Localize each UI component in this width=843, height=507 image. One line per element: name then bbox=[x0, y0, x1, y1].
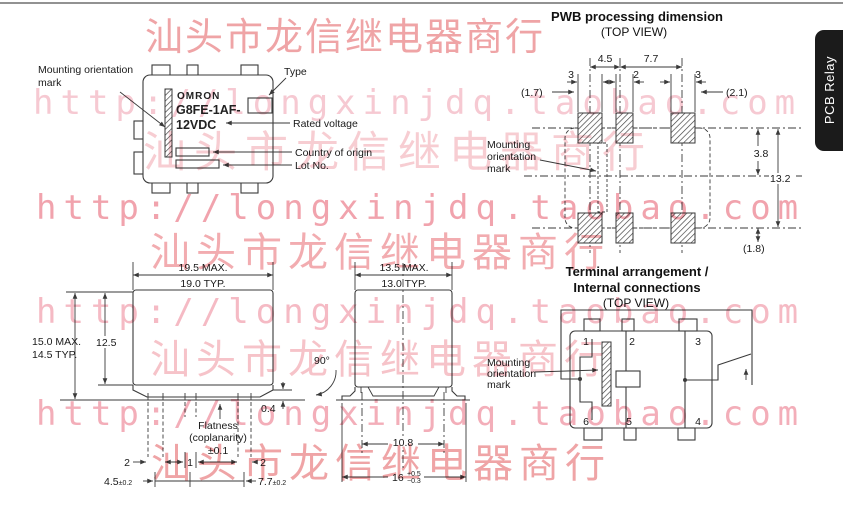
dim-lead-right: 2 bbox=[260, 457, 266, 469]
pin-number-2: 2 bbox=[629, 336, 635, 348]
dim-depth-typ: 13.0 TYP. bbox=[381, 278, 426, 290]
pwb-subtitle: (TOP VIEW) bbox=[601, 25, 667, 39]
dim-lead-angle: 90° bbox=[314, 355, 330, 367]
pcb-relay-section-tab: PCB Relay bbox=[815, 30, 843, 151]
flatness-label: Flatness bbox=[198, 420, 238, 432]
dim-width-typ: 19.0 TYP. bbox=[180, 278, 225, 290]
flatness-label: ±0.1 bbox=[208, 445, 229, 457]
rated-voltage-label: Rated voltage bbox=[293, 118, 358, 130]
dim-lead-left: 2 bbox=[124, 457, 130, 469]
type-box bbox=[247, 97, 273, 114]
pin-number-1: 1 bbox=[583, 336, 589, 348]
type-label: Type bbox=[284, 66, 307, 78]
dim-height-typ: 14.5 TYP. bbox=[32, 349, 77, 361]
dim-3-left: 3 bbox=[568, 69, 574, 81]
relay-side-outline bbox=[354, 289, 453, 388]
dim-lead-mid: 1 bbox=[187, 457, 193, 469]
dim-pitch-left: 4.5±0.2 bbox=[104, 476, 132, 488]
pin-number-5: 5 bbox=[626, 416, 632, 428]
dim-overall-tol-plus: +0.5 bbox=[407, 471, 421, 478]
dim-depth-max: 13.5 MAX. bbox=[379, 262, 428, 274]
terminal-view: Terminal arrangement / Internal connecti… bbox=[487, 264, 753, 441]
brand-logo: OMRON bbox=[177, 91, 220, 102]
dim-2-1: (2.1) bbox=[726, 87, 748, 99]
lot-no-box bbox=[175, 159, 220, 169]
mounting-mark-label: Mounting orientation bbox=[38, 64, 133, 76]
contact-circuit bbox=[560, 309, 753, 385]
contact-blade bbox=[685, 353, 752, 381]
dim-overall: 16 bbox=[392, 472, 404, 484]
mounting-orientation-mark-bar bbox=[601, 341, 612, 407]
model-text-line1: G8FE-1AF- bbox=[176, 103, 241, 117]
terminal-mounting-label: Mounting bbox=[487, 357, 530, 369]
pcb-relay-tab-label: PCB Relay bbox=[821, 56, 837, 125]
dim-pitch-right: 7.7±0.2 bbox=[258, 476, 286, 488]
dim-standoff: 0.4 bbox=[261, 403, 276, 415]
mounting-mark-hidden bbox=[597, 142, 608, 213]
terminal-mounting-label: mark bbox=[487, 379, 511, 391]
dim-height-max: 15.0 MAX. bbox=[32, 336, 81, 348]
dim-13-2: 13.2 bbox=[770, 173, 791, 185]
pwb-processing-view: PWB processing dimension (TOP VIEW) bbox=[487, 9, 802, 255]
side-view: 13.5 MAX. 13.0 TYP. 10.8 16 +0.5 −0.3 bbox=[336, 262, 470, 485]
pin-number-4: 4 bbox=[695, 416, 701, 428]
dim-width-max: 19.5 MAX. bbox=[178, 262, 227, 274]
terminal-mounting-label: orientation bbox=[487, 368, 536, 380]
dim-2: 2 bbox=[633, 69, 639, 81]
marking-view: OMRON G8FE-1AF- 12VDC Mounting orientati… bbox=[38, 64, 372, 194]
pwb-title: PWB processing dimension bbox=[551, 9, 723, 24]
pin-number-3: 3 bbox=[695, 336, 701, 348]
country-of-origin-label: Country of origin bbox=[295, 147, 372, 159]
relay-front-outline bbox=[132, 289, 274, 386]
pwb-mounting-label: orientation bbox=[487, 151, 536, 163]
terminal-title-1: Terminal arrangement / bbox=[566, 264, 709, 279]
terminal-title-2: Internal connections bbox=[573, 280, 700, 295]
dim-3-right: 3 bbox=[695, 69, 701, 81]
model-text-line2: 12VDC bbox=[176, 118, 216, 132]
dim-foot-span: 10.8 bbox=[393, 437, 414, 449]
country-of-origin-box bbox=[175, 147, 210, 157]
dim-3-8: 3.8 bbox=[754, 148, 769, 160]
dim-1-8: (1.8) bbox=[743, 243, 765, 255]
dim-overall-tol-minus: −0.3 bbox=[407, 478, 421, 485]
front-view: 19.5 MAX. 19.0 TYP. 15.0 MAX. 14.5 TYP. … bbox=[32, 262, 337, 488]
solder-pads bbox=[577, 112, 696, 244]
coil-symbol bbox=[615, 370, 641, 388]
relay-outline-hidden bbox=[564, 127, 711, 229]
pwb-mounting-label: mark bbox=[487, 163, 511, 175]
dim-4-5: 4.5 bbox=[598, 53, 613, 65]
lot-no-label: Lot No. bbox=[295, 160, 329, 172]
mounting-mark-label: mark bbox=[38, 77, 62, 89]
dim-7-7: 7.7 bbox=[644, 53, 659, 65]
terminal-subtitle: (TOP VIEW) bbox=[603, 296, 669, 310]
mounting-orientation-mark-bar bbox=[164, 88, 173, 158]
flatness-label: (coplanarity) bbox=[189, 432, 247, 444]
pin-number-6: 6 bbox=[583, 416, 589, 428]
dim-1-7: (1.7) bbox=[521, 87, 543, 99]
dim-body-height: 12.5 bbox=[96, 337, 117, 349]
pwb-mounting-label: Mounting bbox=[487, 139, 530, 151]
